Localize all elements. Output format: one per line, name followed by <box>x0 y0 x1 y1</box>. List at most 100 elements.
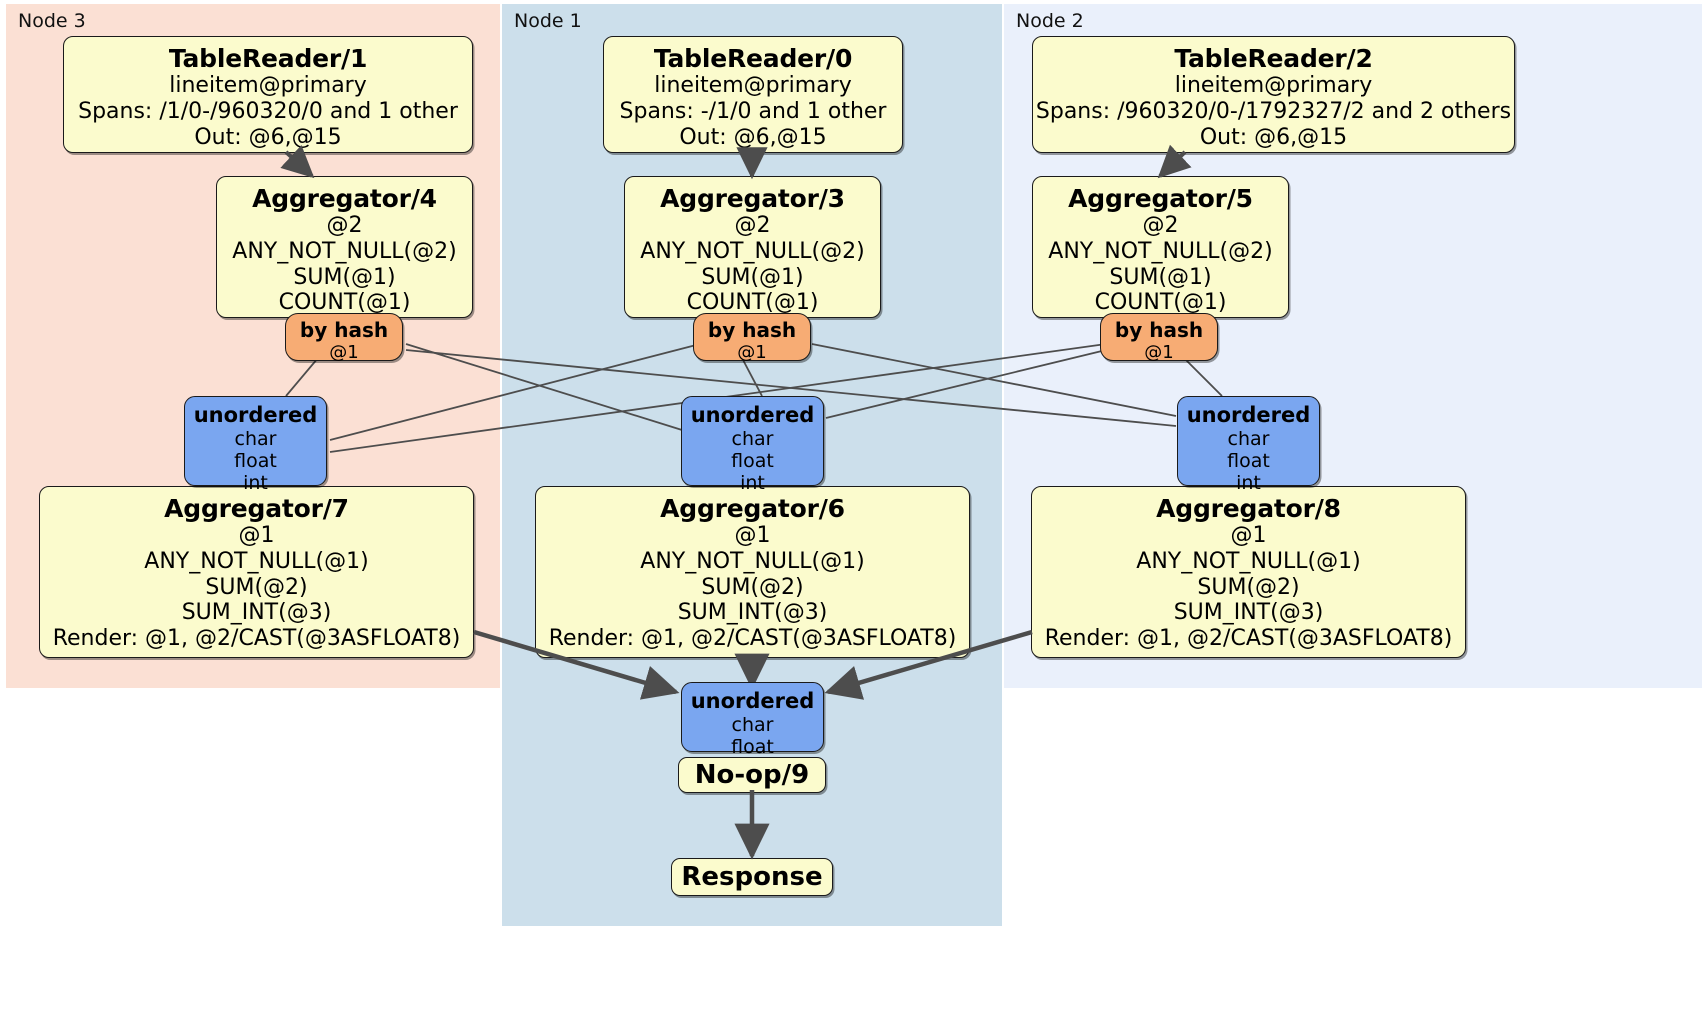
synchronizer-line: float <box>731 735 774 758</box>
synchronizer-line: char <box>731 713 774 736</box>
processor-line: COUNT(@1) <box>1094 290 1227 316</box>
synchronizer-title: unordered <box>690 689 815 713</box>
processor-line: COUNT(@1) <box>686 290 819 316</box>
processor-title: Aggregator/5 <box>1068 184 1253 213</box>
router-by-hash-left[interactable]: by hash @1 <box>285 313 403 364</box>
synchronizer-line: int <box>740 472 765 494</box>
processor-line: SUM(@2) <box>1197 574 1300 600</box>
router-line: @1 <box>1144 342 1174 364</box>
router-line: @1 <box>737 342 767 364</box>
processor-line: Spans: -/1/0 and 1 other <box>619 98 887 124</box>
processor-line: ANY_NOT_NULL(@2) <box>232 238 457 264</box>
processor-line: @1 <box>734 523 771 549</box>
processor-line: lineitem@primary <box>169 73 367 99</box>
processor-line: ANY_NOT_NULL(@2) <box>640 238 865 264</box>
processor-title: Aggregator/8 <box>1156 494 1341 523</box>
synchronizer-title: unordered <box>1186 403 1311 427</box>
processor-line: SUM(@1) <box>1109 264 1212 290</box>
processor-response[interactable]: Response <box>671 858 833 896</box>
synchronizer-unordered-right[interactable]: unordered char float int <box>1177 396 1320 494</box>
edge-hashR-unordR <box>1183 357 1223 397</box>
router-by-hash-right[interactable]: by hash @1 <box>1100 313 1218 364</box>
synchronizer-unordered-left[interactable]: unordered char float int <box>184 396 327 494</box>
processor-line: @1 <box>1230 523 1267 549</box>
processor-line: ANY_NOT_NULL(@1) <box>1136 548 1361 574</box>
processor-line: Render: @1, @2/CAST(@3ASFLOAT8) <box>548 626 957 652</box>
router-title: by hash <box>1114 318 1204 342</box>
synchronizer-title: unordered <box>193 403 318 427</box>
processor-line: COUNT(@1) <box>278 290 411 316</box>
processor-aggregator-8[interactable]: Aggregator/8 @1 ANY_NOT_NULL(@1) SUM(@2)… <box>1031 486 1466 658</box>
processor-title: TableReader/2 <box>1174 44 1373 73</box>
processor-aggregator-4[interactable]: Aggregator/4 @2 ANY_NOT_NULL(@2) SUM(@1)… <box>216 176 473 318</box>
router-title: by hash <box>707 318 797 342</box>
processor-title: TableReader/0 <box>653 44 853 73</box>
processor-line: SUM(@1) <box>293 264 396 290</box>
processor-table-reader-0[interactable]: TableReader/0 lineitem@primary Spans: -/… <box>603 36 903 153</box>
cluster-label-node-2: Node 2 <box>1016 10 1084 32</box>
processor-line: ANY_NOT_NULL(@2) <box>1048 238 1273 264</box>
edge-hashL-unordC <box>405 343 683 431</box>
processor-table-reader-1[interactable]: TableReader/1 lineitem@primary Spans: /1… <box>63 36 473 153</box>
edge-hashC-unordL <box>329 343 701 441</box>
edge-hashR-unordC <box>825 349 1107 419</box>
router-line: @1 <box>329 342 359 364</box>
processor-title: Aggregator/3 <box>660 184 845 213</box>
processor-title: No-op/9 <box>694 759 810 790</box>
edge-hashL-unordL <box>285 357 319 397</box>
edge-tr1-agg4 <box>280 145 315 179</box>
processor-line: SUM_INT(@3) <box>181 600 332 626</box>
processor-title: Response <box>681 861 823 892</box>
edge-hashC-unordR <box>811 343 1177 417</box>
processor-table-reader-2[interactable]: TableReader/2 lineitem@primary Spans: /9… <box>1032 36 1515 153</box>
router-by-hash-center[interactable]: by hash @1 <box>693 313 811 364</box>
synchronizer-line: int <box>1236 472 1261 494</box>
processor-line: SUM(@2) <box>205 574 308 600</box>
processor-aggregator-7[interactable]: Aggregator/7 @1 ANY_NOT_NULL(@1) SUM(@2)… <box>39 486 474 658</box>
processor-line: lineitem@primary <box>654 73 852 99</box>
processor-line: @2 <box>1142 213 1179 239</box>
processor-title: Aggregator/7 <box>164 494 349 523</box>
edge-agg8-final <box>824 629 1033 700</box>
edge-agg7-final <box>473 629 680 700</box>
processor-title: Aggregator/6 <box>660 494 845 523</box>
processor-line: Out: @6,@15 <box>194 124 342 150</box>
processor-line: SUM_INT(@3) <box>1173 600 1324 626</box>
synchronizer-unordered-final[interactable]: unordered char float <box>681 682 824 758</box>
processor-aggregator-6[interactable]: Aggregator/6 @1 ANY_NOT_NULL(@1) SUM(@2)… <box>535 486 970 658</box>
synchronizer-line: char <box>1227 427 1270 450</box>
processor-line: Render: @1, @2/CAST(@3ASFLOAT8) <box>52 626 461 652</box>
processor-line: @2 <box>326 213 363 239</box>
processor-line: @1 <box>238 523 275 549</box>
synchronizer-title: unordered <box>690 403 815 427</box>
router-title: by hash <box>299 318 389 342</box>
processor-line: Spans: /1/0-/960320/0 and 1 other <box>78 98 458 124</box>
processor-line: SUM(@1) <box>701 264 804 290</box>
processor-title: Aggregator/4 <box>252 184 437 213</box>
processor-aggregator-5[interactable]: Aggregator/5 @2 ANY_NOT_NULL(@2) SUM(@1)… <box>1032 176 1289 318</box>
processor-line: Out: @6,@15 <box>679 124 827 150</box>
synchronizer-line: int <box>243 472 268 494</box>
processor-line: Out: @6,@15 <box>1199 124 1348 150</box>
synchronizer-line: float <box>1227 449 1270 472</box>
synchronizer-line: char <box>731 427 774 450</box>
synchronizer-line: float <box>234 449 277 472</box>
cluster-label-node-1: Node 1 <box>514 10 582 32</box>
processor-aggregator-3[interactable]: Aggregator/3 @2 ANY_NOT_NULL(@2) SUM(@1)… <box>624 176 881 318</box>
processor-line: SUM_INT(@3) <box>677 600 828 626</box>
processor-line: @2 <box>734 213 771 239</box>
edge-tr2-agg5 <box>1157 144 1192 179</box>
processor-title: TableReader/1 <box>168 44 368 73</box>
synchronizer-line: char <box>234 427 277 450</box>
processor-line: ANY_NOT_NULL(@1) <box>640 548 865 574</box>
processor-line: lineitem@primary <box>1174 73 1373 99</box>
cluster-label-node-3: Node 3 <box>18 10 86 32</box>
processor-line: Spans: /960320/0-/1792327/2 and 2 others <box>1035 98 1512 124</box>
synchronizer-line: float <box>731 449 774 472</box>
synchronizer-unordered-center[interactable]: unordered char float int <box>681 396 824 494</box>
edge-hashC-unordC <box>741 357 763 397</box>
processor-line: SUM(@2) <box>701 574 804 600</box>
processor-line: ANY_NOT_NULL(@1) <box>144 548 369 574</box>
